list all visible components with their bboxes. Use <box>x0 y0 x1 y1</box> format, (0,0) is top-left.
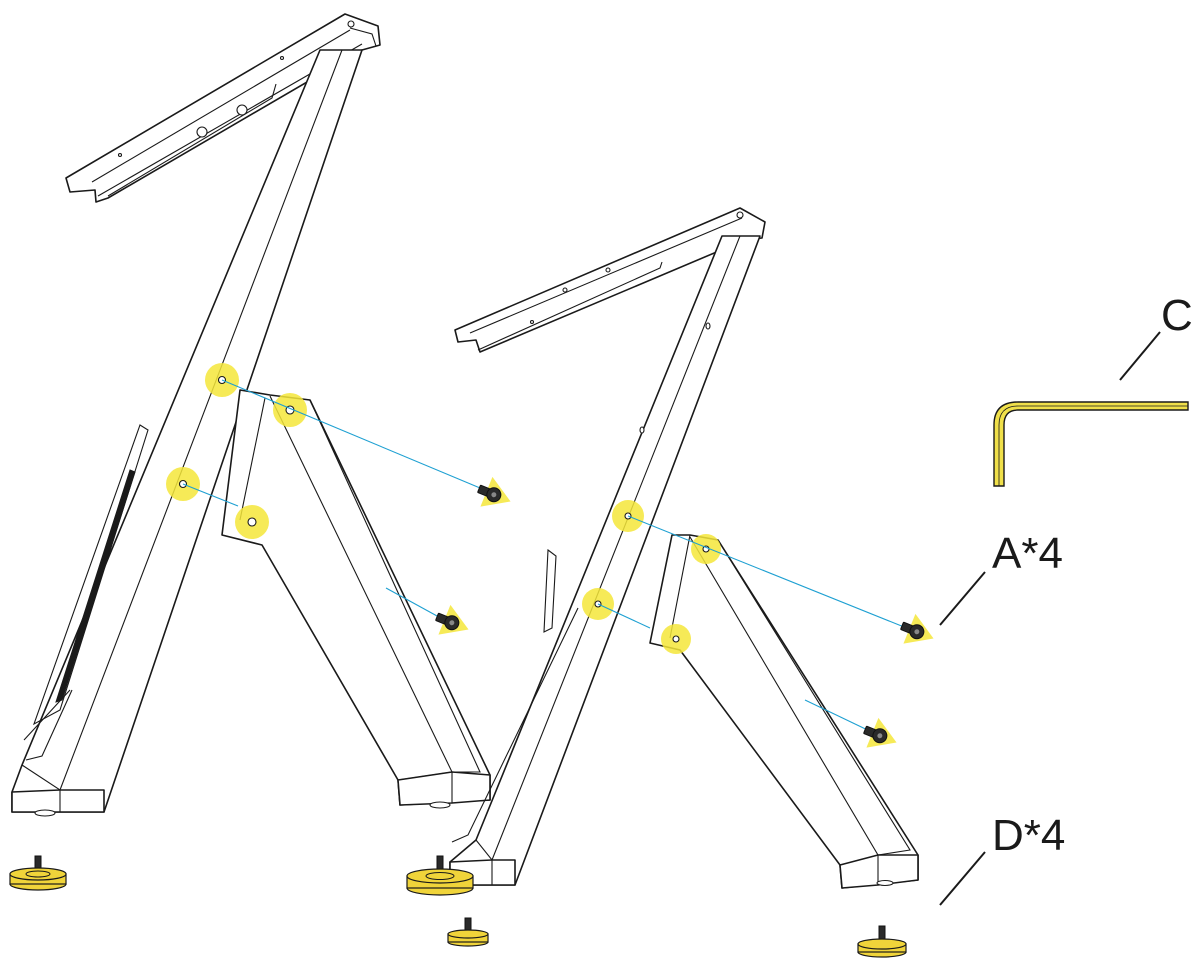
leveling-foot-icon <box>857 925 907 958</box>
screws <box>435 476 934 748</box>
leveling-foot-icon <box>447 917 489 947</box>
left-top-bracket <box>65 13 381 203</box>
leveling-feet <box>9 855 907 958</box>
hex-screw-icon <box>900 613 934 644</box>
feet-label: D*4 <box>992 811 1066 860</box>
right-frame <box>449 207 766 886</box>
hex-screw-icon <box>435 604 469 635</box>
leveling-foot-icon <box>9 855 67 891</box>
right-front-leg <box>649 534 919 889</box>
label-leaders <box>939 331 1161 906</box>
left-front-leg <box>221 389 491 809</box>
left-frame <box>11 13 381 817</box>
allen-key-label: C <box>1161 291 1193 340</box>
hex-screw-icon <box>477 476 511 507</box>
hex-screw-icon <box>863 717 897 748</box>
screws-label: A*4 <box>992 529 1063 578</box>
leveling-foot-icon <box>406 855 474 896</box>
allen-key-icon <box>993 401 1189 487</box>
